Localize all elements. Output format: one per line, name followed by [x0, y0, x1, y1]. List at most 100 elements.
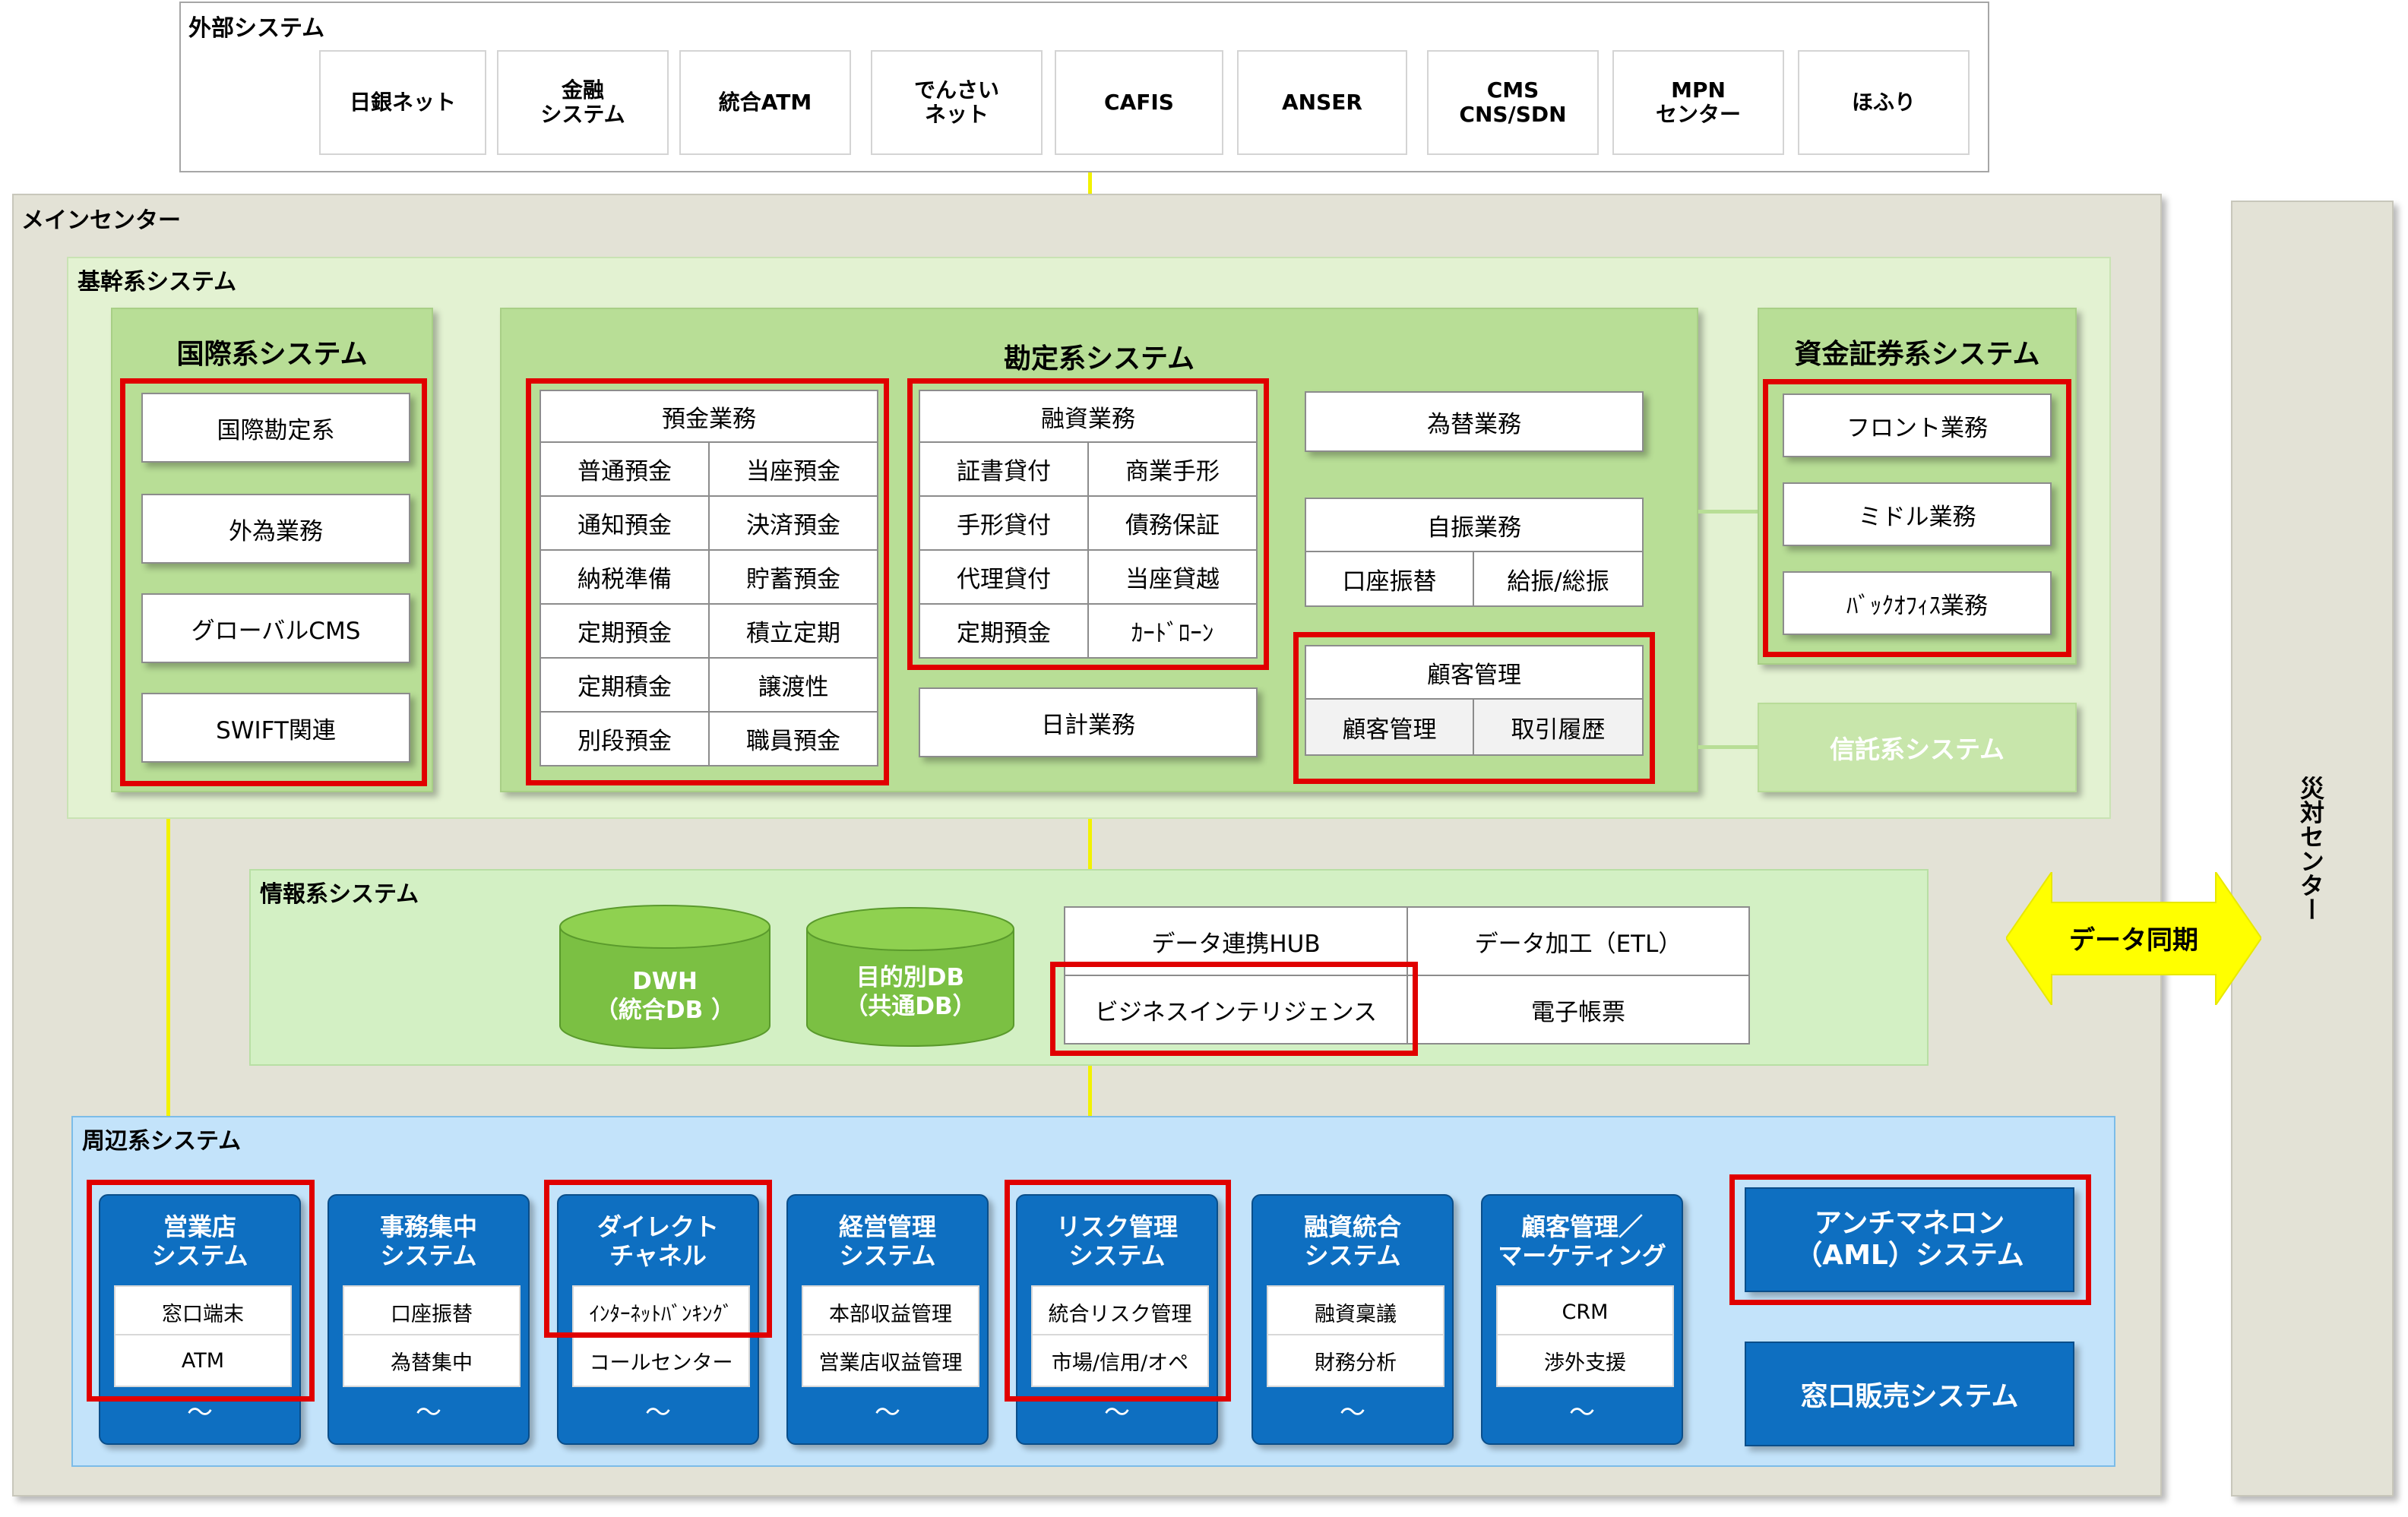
highlight-direct-channel	[544, 1180, 772, 1338]
tilde-mark: ～	[1340, 1398, 1365, 1428]
highlight-customer	[1293, 632, 1655, 784]
international-title: 国際系システム	[176, 339, 368, 370]
peripheral-system-box: 事務集中 システム口座振替為替集中～	[328, 1194, 530, 1445]
peripheral-system-box: 経営管理 システム本部収益管理営業店収益管理～	[786, 1194, 989, 1445]
highlight-deposit	[526, 378, 889, 785]
peripheral-system-item: 財務分析	[1267, 1334, 1444, 1387]
peripheral-system-title: 経営管理 システム	[838, 1212, 936, 1270]
purpose-db-label: 目的別DB （共通DB）	[844, 964, 976, 1020]
deposit-table: 預金業務 普通預金当座預金通知預金決済預金納税準備貯蓄預金定期預金積立定期定期積…	[540, 390, 878, 766]
peripheral-system-title: 融資統合 システム	[1303, 1212, 1401, 1270]
trust-system-box: 信託系システム	[1758, 703, 2077, 792]
trust-system-label: 信託系システム	[1829, 735, 2005, 764]
counter-sales-box: 窓口販売システム	[1745, 1342, 2074, 1446]
loan-header: 融資業務	[919, 390, 1258, 443]
deposit-cell: 定期積金	[540, 657, 710, 713]
peripheral-system-item: ATM	[114, 1334, 292, 1387]
international-item: 国際勘定系	[141, 393, 410, 463]
info-cell-etl: データ加工（ETL）	[1407, 906, 1750, 976]
loan-cell: 商業手形	[1087, 441, 1258, 497]
auto-transfer-cell-account: 口座振替	[1305, 551, 1474, 607]
external-item: 金融 システム	[497, 50, 669, 155]
highlight-risk-system	[1005, 1180, 1231, 1402]
peripheral-system-item: 窓口端末	[114, 1285, 292, 1338]
peripheral-system-title: ダイレクト チャネル	[596, 1212, 719, 1270]
customer-cell-history: 取引履歴	[1473, 698, 1644, 756]
dwh-db-icon	[559, 905, 770, 1049]
auto-transfer-cell-payroll: 給振/総振	[1473, 551, 1644, 607]
external-item: ほふり	[1798, 50, 1970, 155]
info-cell-bi: ビジネスインテリジェンス	[1064, 975, 1408, 1045]
peripheral-system-title: 顧客管理／ マーケティング	[1498, 1212, 1666, 1270]
dr-center-panel: 災対センター	[2231, 201, 2394, 1496]
loan-cell: 証書貸付	[919, 441, 1089, 497]
connector-trust	[1698, 745, 1758, 749]
tilde-mark: ～	[416, 1398, 441, 1428]
peripheral-system-title: リスク管理 システム	[1055, 1212, 1178, 1270]
connector-securities	[1698, 510, 1758, 514]
external-item: 統合ATM	[679, 50, 851, 155]
info-systems-title: 情報系システム	[260, 881, 419, 908]
highlight-branch-system	[87, 1180, 315, 1402]
customer-cell-mgmt: 顧客管理	[1305, 698, 1474, 756]
tilde-mark: ～	[645, 1398, 671, 1428]
peripheral-system-item: 口座振替	[343, 1285, 521, 1338]
peripheral-system-item: コールセンター	[572, 1334, 750, 1387]
deposit-cell: 通知預金	[540, 495, 710, 551]
dwh-db-label: DWH （統合DB ）	[594, 968, 736, 1024]
highlight-loan	[907, 378, 1269, 670]
peripheral-system-item: 市場/信用/オペ	[1031, 1334, 1209, 1387]
core-systems-title: 基幹系システム	[78, 269, 237, 295]
exchange-box: 為替業務	[1305, 391, 1644, 452]
securities-title: 資金証券系システム	[1794, 339, 2040, 370]
customer-header: 顧客管理	[1305, 645, 1644, 700]
tilde-mark: ～	[1569, 1398, 1595, 1428]
dr-center-title: 災対センター	[2296, 776, 2325, 921]
connector-info-periph	[1088, 1066, 1092, 1116]
peripheral-system-title: 事務集中 システム	[379, 1212, 477, 1270]
deposit-cell: 決済預金	[708, 495, 878, 551]
securities-item: ﾊﾞｯｸｵﾌｨｽ業務	[1783, 571, 2052, 635]
loan-table: 融資業務 証書貸付商業手形手形貸付債務保証代理貸付当座貸越定期預金ｶｰﾄﾞﾛｰﾝ	[919, 390, 1258, 659]
external-item: CAFIS	[1055, 50, 1223, 155]
highlight-securities	[1763, 379, 2071, 657]
daily-accounting-box: 日計業務	[919, 687, 1258, 757]
loan-cell: ｶｰﾄﾞﾛｰﾝ	[1087, 603, 1258, 659]
deposit-cell: 職員預金	[708, 711, 878, 766]
counter-sales-label: 窓口販売システム	[1800, 1381, 2019, 1412]
deposit-cell: 貯蓄預金	[708, 549, 878, 605]
highlight-international	[120, 378, 427, 786]
peripheral-systems-title: 周辺系システム	[82, 1128, 242, 1155]
info-cell-report: 電子帳票	[1407, 975, 1750, 1045]
external-item: でんさい ネット	[871, 50, 1043, 155]
connector-core-info	[1088, 819, 1092, 869]
main-center-title: メインセンター	[21, 207, 181, 234]
peripheral-system-title: 営業店 システム	[151, 1212, 248, 1270]
peripheral-system-box: 融資統合 システム融資稟議財務分析 ～	[1251, 1194, 1454, 1445]
tilde-mark: ～	[875, 1398, 900, 1428]
peripheral-system-box: ダイレクト チャネル ｲﾝﾀｰﾈｯﾄﾊﾞﾝｷﾝｸﾞコールセンター ～	[557, 1194, 759, 1445]
connector-intl-periph	[166, 819, 170, 1117]
peripheral-system-item: 統合リスク管理	[1031, 1285, 1209, 1338]
highlight-aml	[1729, 1174, 2091, 1305]
highlight-bi	[1050, 962, 1418, 1056]
deposit-cell: 定期預金	[540, 603, 710, 659]
tilde-mark: ～	[1104, 1398, 1130, 1428]
peripheral-system-item: 渉外支援	[1496, 1334, 1674, 1387]
external-item: ANSER	[1237, 50, 1407, 155]
peripheral-system-item: 融資稟議	[1267, 1285, 1444, 1338]
aml-system-label: アンチマネロン （AML）システム	[1795, 1208, 2024, 1271]
external-item: MPN センター	[1612, 50, 1784, 155]
peripheral-system-item: 営業店収益管理	[802, 1334, 979, 1387]
deposit-cell: 当座預金	[708, 441, 878, 497]
aml-system-box: アンチマネロン （AML）システム	[1745, 1187, 2074, 1292]
deposit-cell: 別段預金	[540, 711, 710, 766]
external-item: CMS CNS/SDN	[1427, 50, 1599, 155]
international-item: 外為業務	[141, 494, 410, 564]
international-item: SWIFT関連	[141, 693, 410, 763]
external-systems-title: 外部システム	[188, 15, 325, 42]
peripheral-system-item: ｲﾝﾀｰﾈｯﾄﾊﾞﾝｷﾝｸﾞ	[572, 1285, 750, 1338]
